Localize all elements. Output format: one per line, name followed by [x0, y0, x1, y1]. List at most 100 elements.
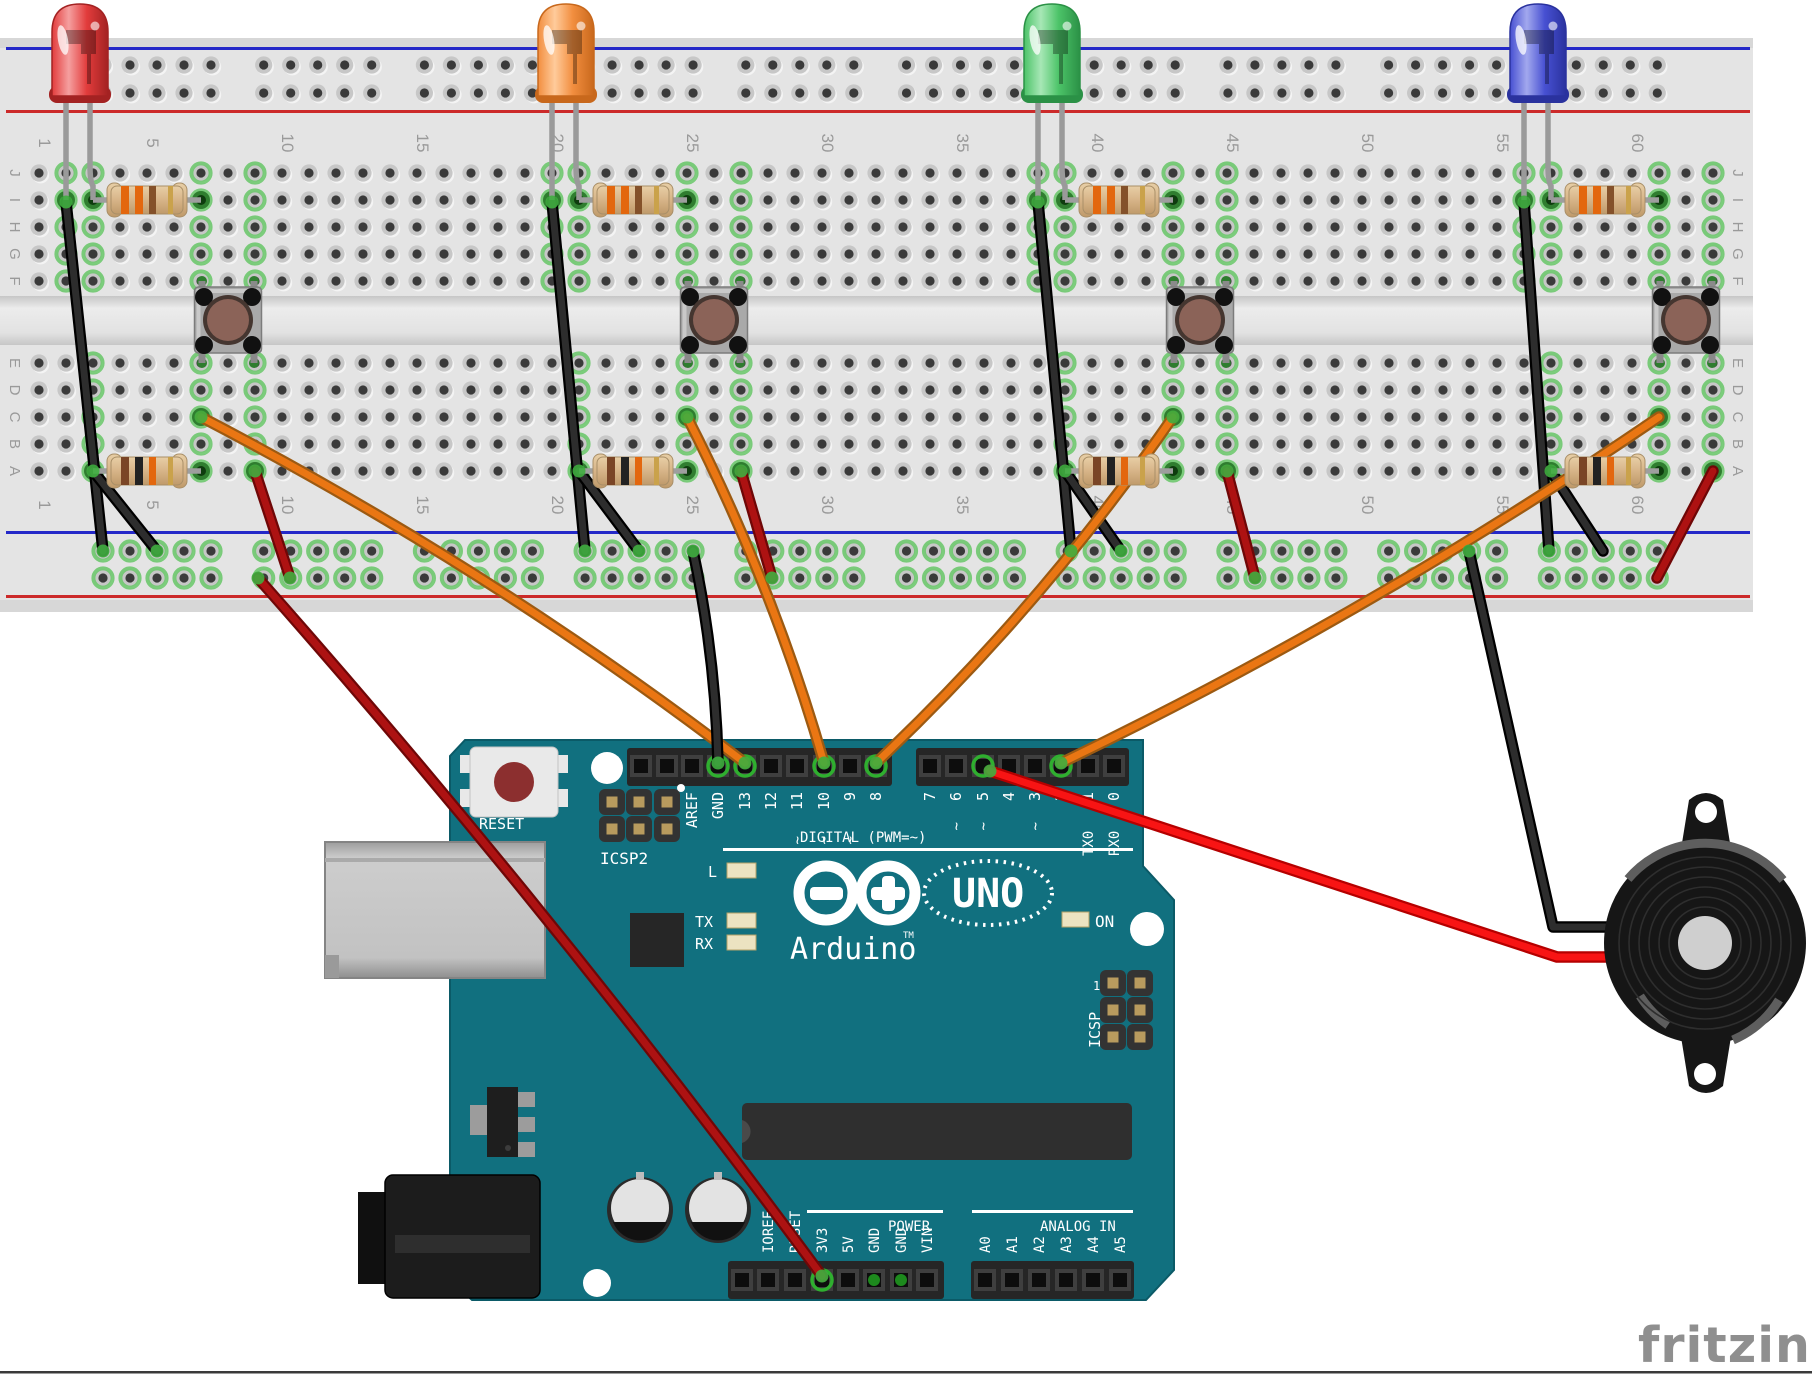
- wire-gnd-rail-to-arduino-gnd[interactable]: [687, 545, 724, 769]
- uno-oval: [922, 859, 1054, 927]
- wire-led2-cathode-to-gnd-rail[interactable]: [546, 196, 591, 557]
- digital-caption: DIGITAL (PWM=~): [800, 830, 926, 846]
- wire-signal2-to-pin10[interactable]: [681, 411, 830, 769]
- column-number: 10: [278, 134, 297, 153]
- wire-pulldown3-to-gnd-rail[interactable]: [1059, 465, 1127, 557]
- resistor-330ohm[interactable]: [1551, 182, 1659, 218]
- svg-text:~: ~: [949, 822, 965, 830]
- row-letter: D: [6, 385, 23, 396]
- row-letter: A: [6, 466, 23, 476]
- breadboard-connected-highlights: [54, 161, 1725, 590]
- row-letter: I: [1729, 198, 1746, 202]
- pin-label-A2: A2: [1032, 1236, 1048, 1253]
- pin-label-10: 10: [815, 792, 833, 810]
- svg-text:~: ~: [1028, 822, 1044, 830]
- mounting-hole: [591, 752, 623, 784]
- wire-signal1-to-pin13[interactable]: [195, 411, 751, 769]
- wire-pin5-to-buzzer-plus[interactable]: [984, 765, 1631, 963]
- svg-text:~: ~: [976, 822, 992, 830]
- icsp2-header: [599, 789, 680, 842]
- column-number: 50: [1358, 496, 1377, 515]
- column-number: 25: [683, 496, 702, 515]
- resistor-330ohm[interactable]: [579, 182, 687, 218]
- resistor-330ohm[interactable]: [93, 182, 201, 218]
- pin-label-12: 12: [762, 792, 780, 810]
- pin-label-1: 1: [1079, 792, 1097, 801]
- pin-aux-TX0: TX0: [1081, 831, 1097, 856]
- arduino-brand: Arduino: [790, 932, 916, 967]
- icsp2-label: ICSP2: [600, 849, 648, 868]
- pushbutton[interactable]: [1651, 276, 1721, 368]
- resistor-330ohm[interactable]: [1065, 182, 1173, 218]
- mounting-hole: [1130, 912, 1164, 946]
- wire-power-rail-to-3v3[interactable]: [252, 572, 828, 1282]
- row-letter: B: [1729, 439, 1746, 449]
- pin-label-11: 11: [788, 792, 806, 810]
- column-number: 30: [818, 134, 837, 153]
- wire-connection-tips: [59, 195, 1558, 1283]
- wire-button1-to-power-rail[interactable]: [249, 465, 296, 584]
- row-letter: A: [1729, 466, 1746, 476]
- resistor-10kohm[interactable]: [1065, 453, 1173, 489]
- row-letter: E: [1729, 358, 1746, 368]
- column-number: 55: [1493, 134, 1512, 153]
- wire-led3-cathode-to-gnd-rail[interactable]: [1032, 196, 1077, 557]
- column-number: 50: [1358, 134, 1377, 153]
- led-tx-label: TX: [695, 913, 713, 931]
- column-number: 5: [143, 138, 162, 147]
- pin-label-7: 7: [921, 792, 939, 801]
- column-number: 40: [1088, 134, 1107, 153]
- uno-label: UNO: [952, 871, 1024, 917]
- jumper-wires: [60, 196, 1719, 1282]
- led-red[interactable]: [49, 3, 111, 200]
- resistor-10kohm[interactable]: [1551, 453, 1659, 489]
- aref-marker-dot: [677, 784, 685, 792]
- row-letter: C: [1729, 412, 1746, 423]
- wire-led1-cathode-to-gnd-rail[interactable]: [60, 196, 109, 557]
- wire-button2-to-power-rail[interactable]: [735, 465, 778, 584]
- pin-label-8: 8: [867, 792, 885, 801]
- pin-label-A5: A5: [1113, 1236, 1129, 1253]
- wire-button4-to-power-rail[interactable]: [1651, 465, 1719, 584]
- icsp-pin1-label: 1: [1093, 979, 1100, 993]
- column-number: 5: [143, 500, 162, 509]
- row-letter: F: [6, 276, 23, 285]
- barrel-jack: [358, 1174, 541, 1299]
- resistor-10kohm[interactable]: [579, 453, 687, 489]
- pin-label-A4: A4: [1086, 1236, 1102, 1253]
- power-caption: POWER: [888, 1219, 931, 1235]
- pushbutton[interactable]: [679, 276, 749, 368]
- pushbutton[interactable]: [1165, 276, 1235, 368]
- wire-pulldown1-to-gnd-rail[interactable]: [87, 465, 163, 557]
- column-number: 30: [818, 496, 837, 515]
- arduino-infinity-logo: [793, 860, 921, 926]
- column-number: 10: [278, 496, 297, 515]
- led-green[interactable]: [1021, 3, 1083, 200]
- wire-gnd-rail-to-buzzer-minus[interactable]: [1463, 545, 1631, 933]
- capacitor: [685, 1172, 751, 1243]
- pin-label-5: 5: [974, 792, 992, 801]
- column-number: 15: [413, 134, 432, 153]
- reset-label: RESET: [479, 815, 524, 833]
- row-letter: D: [1729, 385, 1746, 396]
- led-orange[interactable]: [535, 3, 597, 200]
- wire-pulldown2-to-gnd-rail[interactable]: [573, 465, 645, 557]
- column-number: 60: [1628, 496, 1647, 515]
- pin-label-A3: A3: [1059, 1236, 1075, 1253]
- pin-label-0: 0: [1105, 792, 1123, 801]
- bottom-rail-positive-line: [6, 595, 1750, 598]
- row-letter: I: [6, 198, 23, 202]
- reset-button[interactable]: [460, 746, 568, 818]
- breadboard-labels: 1155101015152020252530303535404045455050…: [6, 134, 1746, 515]
- usb-connector: [324, 841, 546, 979]
- row-letter: H: [1729, 222, 1746, 233]
- pin-label-5V: 5V: [841, 1236, 857, 1253]
- row-letter: G: [1729, 248, 1746, 260]
- arduino-uno-board[interactable]: RESET ICSP2 L TX RX DIGITAL (PWM=~) POWE…: [324, 739, 1175, 1301]
- piezo-buzzer[interactable]: [1604, 793, 1806, 1093]
- led-blue[interactable]: [1507, 3, 1569, 200]
- wire-button3-to-power-rail[interactable]: [1221, 465, 1261, 584]
- resistor-10kohm[interactable]: [93, 453, 201, 489]
- pushbutton[interactable]: [193, 276, 263, 368]
- column-number: 15: [413, 496, 432, 515]
